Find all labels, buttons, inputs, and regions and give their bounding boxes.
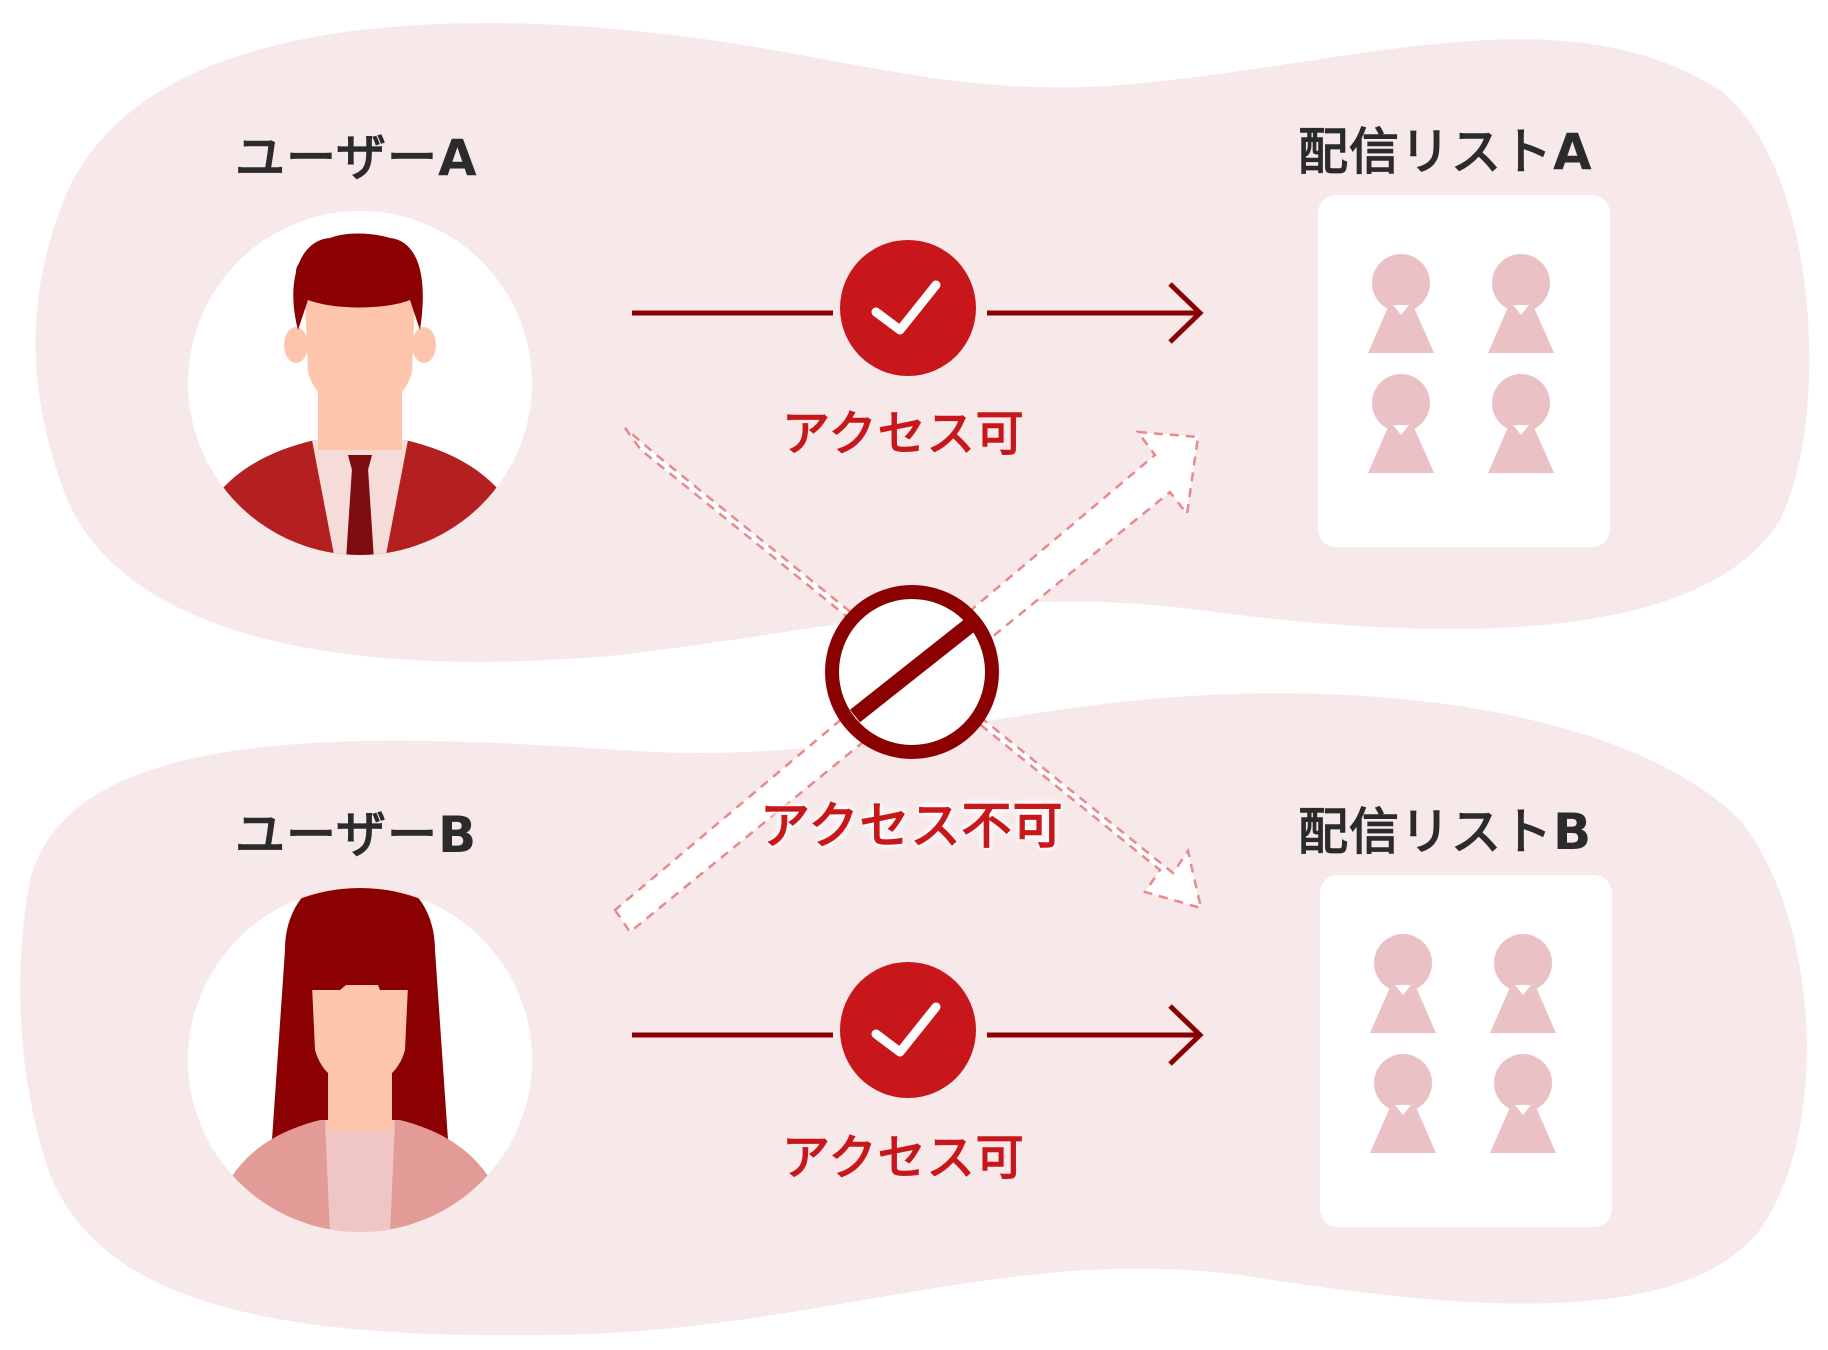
member-person-icon <box>1488 374 1554 473</box>
list-a-label: 配信リストA <box>1298 123 1593 181</box>
distribution-list-b-panel <box>1320 875 1612 1227</box>
member-person-icon <box>1368 374 1434 473</box>
member-person-icon <box>1370 1054 1436 1153</box>
list-b-label: 配信リストB <box>1298 803 1593 861</box>
access-arrow-b <box>632 1004 1204 1066</box>
prohibited-icon <box>825 585 999 759</box>
access-check-a-icon <box>840 240 976 376</box>
access-denied-label: アクセス不可 <box>760 797 1064 855</box>
access-a-label: アクセス可 <box>782 406 1025 462</box>
distribution-list-a-panel <box>1318 195 1610 547</box>
member-person-icon <box>1370 934 1436 1033</box>
member-person-icon <box>1490 1054 1556 1153</box>
user-a-avatar <box>188 211 532 555</box>
member-person-icon <box>1488 254 1554 353</box>
access-b-label: アクセス可 <box>782 1130 1025 1186</box>
member-person-icon <box>1490 934 1556 1033</box>
user-a-label: ユーザーA <box>235 129 478 187</box>
access-arrow-a <box>632 282 1204 344</box>
member-person-icon <box>1368 254 1434 353</box>
user-b-avatar <box>188 888 532 1232</box>
user-b-label: ユーザーB <box>235 806 478 864</box>
access-check-b-icon <box>840 962 976 1098</box>
